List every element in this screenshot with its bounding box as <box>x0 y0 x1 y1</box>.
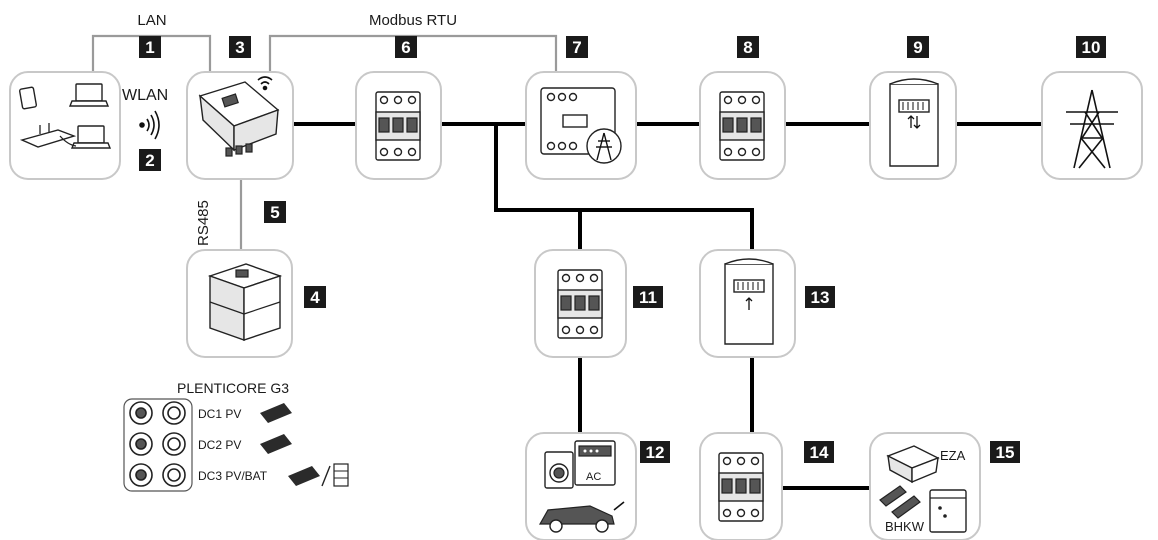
battery-stack-icon <box>207 263 283 341</box>
consumers-box: AC <box>525 432 637 540</box>
badge-1: 1 <box>139 36 161 58</box>
number-badges: 1 2 3 4 5 6 7 8 <box>139 36 1106 463</box>
badge-14: 14 <box>804 441 834 463</box>
rs485-label: RS485 <box>195 200 212 246</box>
dc3-label: DC3 PV/BAT <box>198 469 268 483</box>
breaker-box-6 <box>355 71 442 180</box>
pv-panel-icon-3 <box>288 466 320 486</box>
generator-box: EZA BHKW <box>869 432 981 540</box>
svg-text:8: 8 <box>743 38 752 57</box>
ac-label: AC <box>586 471 601 483</box>
plenticore-title: PLENTICORE G3 <box>177 380 289 396</box>
circuit-breaker-icon <box>375 91 421 161</box>
bhkw-label: BHKW <box>885 519 925 534</box>
battery-mini-icon <box>333 463 349 487</box>
battery-box <box>186 249 293 358</box>
power-connections <box>292 122 1042 490</box>
badge-2: 2 <box>139 149 161 171</box>
pv-panel-icon-2 <box>260 434 292 454</box>
plenticore-connector-legend: PLENTICORE G3 DC1 PV DC2 PV DC3 PV/BAT <box>123 380 349 492</box>
bidirectional-meter-icon <box>889 78 939 167</box>
badge-6: 6 <box>395 36 417 58</box>
lan-label: LAN <box>137 12 166 29</box>
badge-8: 8 <box>737 36 759 58</box>
badge-13: 13 <box>805 286 835 308</box>
data-connections <box>91 34 558 250</box>
consumption-meter-box <box>699 249 796 358</box>
circuit-breaker-icon <box>718 452 764 522</box>
svg-text:15: 15 <box>996 443 1015 462</box>
eza-label: EZA <box>940 448 966 463</box>
svg-text:5: 5 <box>270 203 279 222</box>
energy-meter-icon <box>540 87 622 164</box>
inverter-icon <box>198 76 280 157</box>
meter-icon <box>724 258 774 345</box>
breaker-box-11 <box>534 249 627 358</box>
badge-3: 3 <box>229 36 251 58</box>
svg-text:3: 3 <box>235 38 244 57</box>
inverter-box <box>186 71 294 180</box>
dc1-label: DC1 PV <box>198 407 241 421</box>
badge-5: 5 <box>264 201 286 223</box>
slash-divider <box>321 465 331 487</box>
badge-7: 7 <box>566 36 588 58</box>
svg-text:12: 12 <box>646 443 665 462</box>
svg-text:9: 9 <box>913 38 922 57</box>
breaker-box-14 <box>699 432 783 540</box>
branch-line <box>494 124 754 249</box>
svg-text:11: 11 <box>639 288 657 307</box>
pv-panel-icon-1 <box>260 403 292 423</box>
dc2-label: DC2 PV <box>198 438 241 452</box>
grid-box <box>1041 71 1143 180</box>
badge-10: 10 <box>1076 36 1106 58</box>
svg-text:2: 2 <box>145 151 154 170</box>
svg-text:13: 13 <box>811 288 830 307</box>
svg-text:7: 7 <box>572 38 581 57</box>
svg-text:10: 10 <box>1082 38 1101 57</box>
modbus-label: Modbus RTU <box>369 12 457 29</box>
svg-text:14: 14 <box>810 443 829 462</box>
circuit-breaker-icon <box>719 91 765 161</box>
breaker-box-8 <box>699 71 786 180</box>
wlan-label: WLAN <box>122 87 168 104</box>
grid-meter-box <box>869 71 957 180</box>
circuit-breaker-icon <box>557 269 603 339</box>
badge-9: 9 <box>907 36 929 58</box>
dc-connector-icons <box>129 401 186 487</box>
network-devices-box <box>9 71 121 180</box>
badge-4: 4 <box>304 286 326 308</box>
badge-11: 11 <box>633 286 663 308</box>
svg-text:6: 6 <box>401 38 410 57</box>
wlan-wave-icon <box>139 110 160 140</box>
badge-12: 12 <box>640 441 670 463</box>
power-pylon-icon <box>1066 89 1118 169</box>
svg-text:1: 1 <box>145 38 154 57</box>
router-laptops-icon <box>18 83 112 149</box>
household-consumers-icon <box>538 440 625 533</box>
generator-icon <box>879 445 967 533</box>
svg-text:4: 4 <box>310 288 320 307</box>
badge-15: 15 <box>990 441 1020 463</box>
energy-meter-box <box>525 71 637 180</box>
